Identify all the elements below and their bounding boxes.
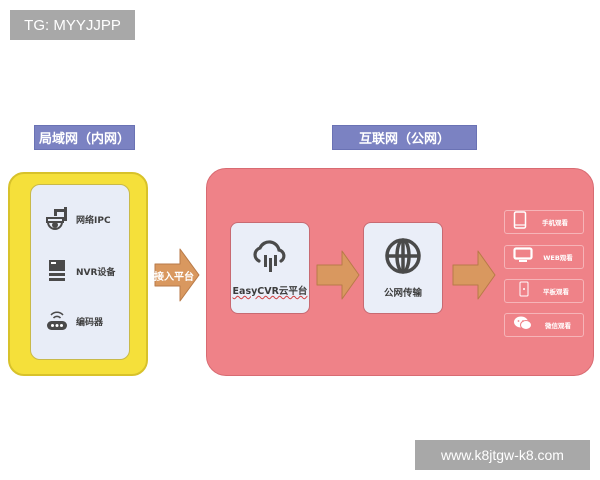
viewer-wechat: 微信观看 [504,313,584,337]
flow-arrow-1 [316,250,360,300]
connect-platform-label: 接入平台 [154,271,194,283]
public-network-label: 公网传输 [383,288,422,299]
ptz-camera-icon [44,205,70,233]
wechat-icon [513,315,533,335]
viewer-label: WEB观看 [543,254,573,262]
lan-device-list [30,184,130,360]
tablet-icon [519,281,529,301]
lan-device-label: 编码器 [76,317,104,328]
encoder-router-icon [44,308,70,334]
viewer-label: 平板观看 [543,288,569,296]
lan-device-encoder: 编码器 [44,308,103,334]
lan-section-title: 局域网（内网） [34,125,135,150]
flow-arrow-2 [452,250,496,300]
nvr-server-icon [44,258,70,284]
public-network-node: 公网传输 [363,222,443,314]
viewer-web: WEB观看 [504,245,584,269]
site-watermark: www.k8jtgw-k8.com [415,440,590,470]
viewer-label: 手机观看 [542,219,568,227]
easycvr-platform-node: EasyCVR云平台 [230,222,310,314]
lan-device-nvr: NVR设备 [44,258,115,284]
viewer-tablet: 平板观看 [504,279,584,303]
lan-device-label: NVR设备 [76,267,116,278]
cloud-chart-icon [250,239,290,277]
viewer-label: 微信观看 [545,322,571,330]
monitor-icon [513,247,533,267]
wan-section-title: 互联网（公网） [332,125,477,150]
lan-device-ipc: 网络IPC [44,205,111,233]
lan-device-label: 网络IPC [76,215,111,226]
phone-icon [513,211,527,233]
tg-watermark: TG: MYYJJPP [10,10,135,40]
viewer-phone: 手机观看 [504,210,584,234]
easycvr-platform-label: EasyCVR云平台 [232,286,308,297]
connect-platform-arrow: 接入平台 [154,248,200,302]
globe-icon [384,237,422,279]
